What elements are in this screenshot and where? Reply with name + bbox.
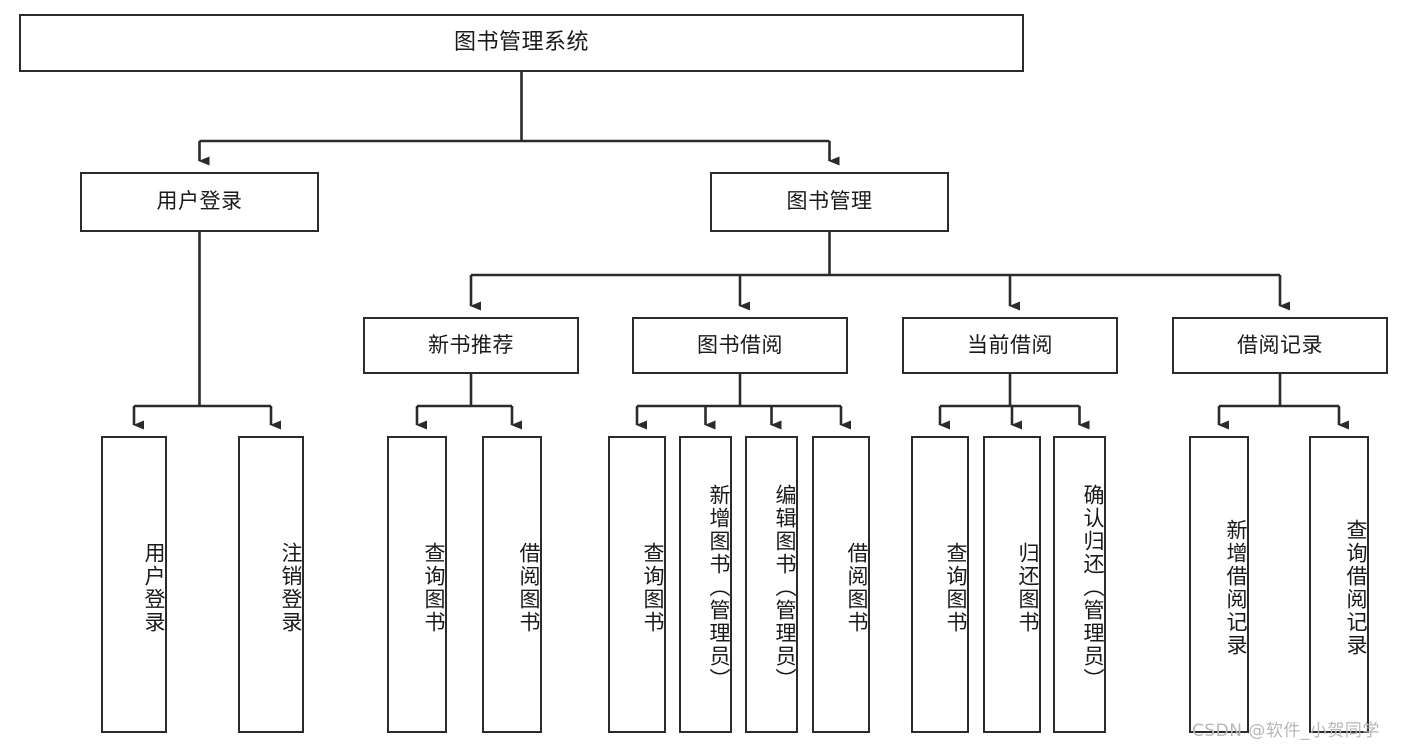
node-leaf-add-borrow-record-label: 新增借阅记录 <box>1224 518 1248 657</box>
node-book-borrow: 图书借阅 <box>632 317 848 374</box>
node-new-book-recommend: 新书推荐 <box>363 317 579 374</box>
node-leaf-query-book-borrow: 查询图书 <box>608 436 666 733</box>
node-leaf-query-borrow-record: 查询借阅记录 <box>1309 436 1369 733</box>
node-leaf-confirm-return-admin: 确认归还（管理员） <box>1053 436 1106 733</box>
node-leaf-edit-book-admin-label: 编辑图书（管理员） <box>773 484 797 691</box>
node-leaf-borrow-book: 借阅图书 <box>812 436 870 733</box>
node-leaf-logout-login-label: 注销登录 <box>279 541 303 634</box>
node-current-borrow: 当前借阅 <box>902 317 1118 374</box>
node-leaf-query-book-recommend: 查询图书 <box>387 436 447 733</box>
node-leaf-add-book-admin: 新增图书（管理员） <box>679 436 732 733</box>
node-leaf-return-book: 归还图书 <box>983 436 1041 733</box>
node-book-management: 图书管理 <box>710 172 949 232</box>
node-user-login: 用户登录 <box>80 172 319 232</box>
node-leaf-logout-login: 注销登录 <box>238 436 304 733</box>
node-leaf-borrow-book-recommend-label: 借阅图书 <box>517 541 541 634</box>
node-leaf-query-book-borrow-label: 查询图书 <box>641 541 665 634</box>
node-leaf-add-book-admin-label: 新增图书（管理员） <box>707 484 731 691</box>
csdn-watermark: CSDN @软件_小贺同学 <box>1192 721 1380 741</box>
node-leaf-edit-book-admin: 编辑图书（管理员） <box>745 436 798 733</box>
node-leaf-query-book-current: 查询图书 <box>911 436 969 733</box>
node-leaf-return-book-label: 归还图书 <box>1016 541 1040 634</box>
node-leaf-add-borrow-record: 新增借阅记录 <box>1189 436 1249 733</box>
node-leaf-query-borrow-record-label: 查询借阅记录 <box>1344 518 1368 657</box>
node-leaf-borrow-book-label: 借阅图书 <box>845 541 869 634</box>
node-borrow-record: 借阅记录 <box>1172 317 1388 374</box>
node-leaf-confirm-return-admin-label: 确认归还（管理员） <box>1081 484 1105 691</box>
node-leaf-borrow-book-recommend: 借阅图书 <box>482 436 542 733</box>
node-root-title: 图书管理系统 <box>19 14 1024 72</box>
node-leaf-user-login-label: 用户登录 <box>142 541 166 634</box>
node-leaf-user-login: 用户登录 <box>101 436 167 733</box>
node-leaf-query-book-recommend-label: 查询图书 <box>422 541 446 634</box>
node-leaf-query-book-current-label: 查询图书 <box>944 541 968 634</box>
